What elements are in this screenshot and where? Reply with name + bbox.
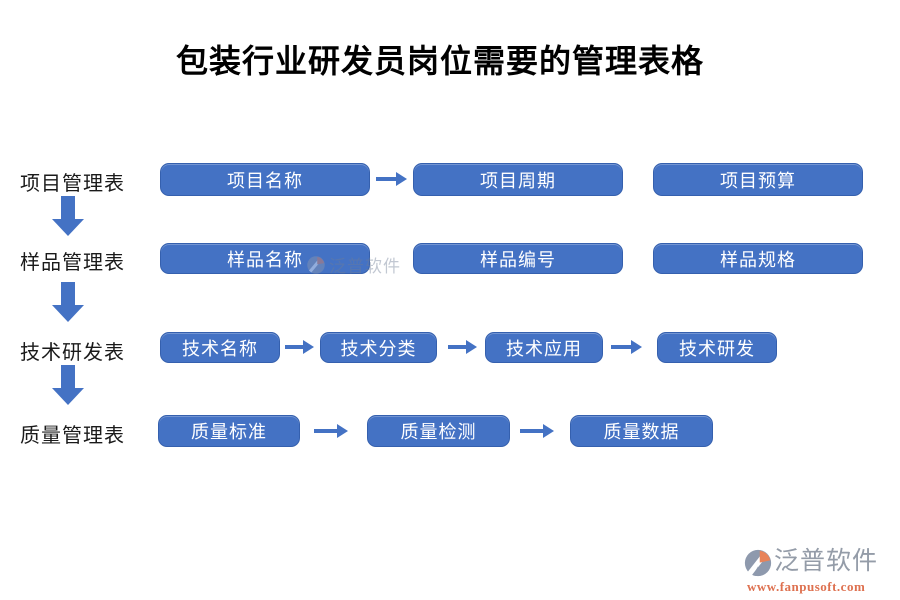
right-arrow-head: [543, 424, 554, 438]
right-arrow-icon: [285, 340, 314, 354]
node-sample-name: 样品名称: [160, 243, 370, 274]
right-arrow-shaft: [448, 345, 468, 349]
down-arrow-icon: [52, 365, 84, 405]
down-arrow-head: [52, 219, 84, 236]
down-arrow-icon: [52, 282, 84, 322]
node-project-cycle: 项目周期: [413, 163, 623, 196]
down-arrow-shaft: [61, 365, 75, 388]
brand-logo-icon: [744, 549, 772, 577]
down-arrow-icon: [52, 196, 84, 236]
node-sample-number: 样品编号: [413, 243, 623, 274]
page-title: 包装行业研发员岗位需要的管理表格: [175, 43, 704, 79]
node-tech-application: 技术应用: [485, 332, 603, 363]
row-label-project-table: 项目管理表: [20, 173, 125, 195]
row-label-tech-table: 技术研发表: [20, 342, 125, 364]
right-arrow-icon: [611, 340, 642, 354]
brand-footer: 泛普软件 www.fanpusoft.com: [744, 548, 894, 595]
right-arrow-icon: [448, 340, 477, 354]
row-label-sample-table: 样品管理表: [20, 252, 125, 274]
right-arrow-head: [631, 340, 642, 354]
right-arrow-head: [337, 424, 348, 438]
right-arrow-head: [396, 172, 407, 186]
right-arrow-head: [466, 340, 477, 354]
node-sample-spec: 样品规格: [653, 243, 863, 274]
node-project-name: 项目名称: [160, 163, 370, 196]
brand-line: 泛普软件: [744, 548, 894, 578]
right-arrow-icon: [520, 424, 554, 438]
node-quality-data: 质量数据: [570, 415, 713, 447]
brand-name: 泛普软件: [774, 548, 879, 575]
right-arrow-icon: [376, 172, 407, 186]
right-arrow-shaft: [376, 177, 398, 181]
node-tech-name: 技术名称: [160, 332, 280, 363]
down-arrow-head: [52, 388, 84, 405]
node-tech-category: 技术分类: [320, 332, 437, 363]
right-arrow-shaft: [285, 345, 305, 349]
brand-url: www.fanpusoft.com: [747, 579, 866, 594]
down-arrow-head: [52, 305, 84, 322]
node-quality-standard: 质量标准: [158, 415, 300, 447]
right-arrow-icon: [314, 424, 348, 438]
right-arrow-shaft: [520, 429, 545, 433]
down-arrow-shaft: [61, 196, 75, 219]
right-arrow-head: [303, 340, 314, 354]
down-arrow-shaft: [61, 282, 75, 305]
right-arrow-shaft: [314, 429, 339, 433]
node-tech-rd: 技术研发: [657, 332, 777, 363]
node-quality-inspection: 质量检测: [367, 415, 510, 447]
row-label-quality-table: 质量管理表: [20, 425, 125, 447]
node-project-budget: 项目预算: [653, 163, 863, 196]
right-arrow-shaft: [611, 345, 633, 349]
